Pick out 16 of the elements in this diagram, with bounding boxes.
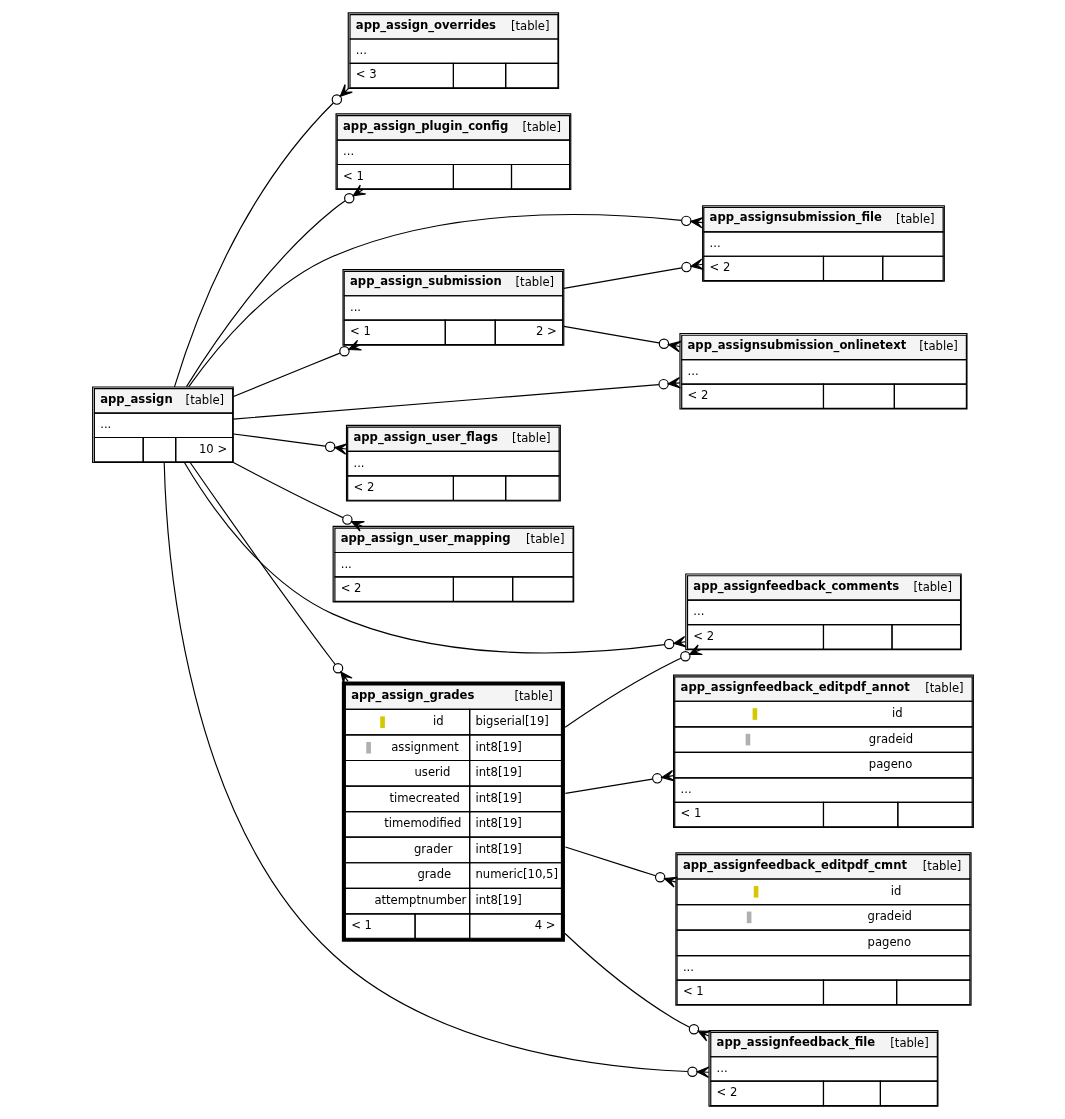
- connector: [232, 433, 348, 455]
- connector: [564, 846, 678, 888]
- connector: [564, 769, 675, 794]
- connector: [189, 461, 353, 685]
- connector: [562, 325, 681, 353]
- connector: [185, 184, 366, 388]
- connector: [232, 339, 362, 398]
- connector: [232, 461, 365, 532]
- connector: [564, 644, 703, 728]
- connector: [187, 214, 704, 388]
- connector: [232, 377, 681, 420]
- connector: [563, 932, 711, 1042]
- connector: [163, 462, 709, 1079]
- connector: [562, 258, 704, 289]
- connector: [173, 84, 353, 388]
- connector: [183, 461, 687, 654]
